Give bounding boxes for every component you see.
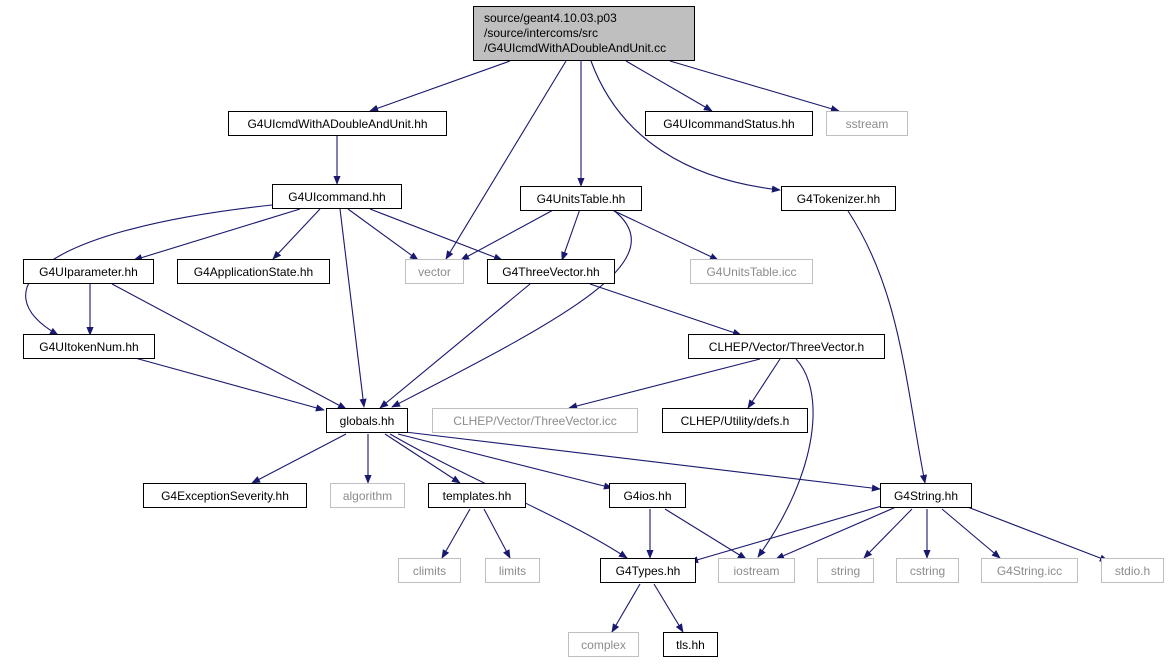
edge-uicommand-uiparameter [133, 208, 301, 262]
edge-unitstable-threevector [561, 208, 581, 261]
edge-globals-templates [384, 433, 461, 484]
edge-root-sstream [669, 60, 840, 113]
edge-threevector-clhep [589, 283, 742, 336]
node-g4string-icc: G4String.icc [981, 558, 1078, 583]
node-algorithm: algorithm [330, 483, 405, 508]
edge-threevector-globals [379, 283, 531, 409]
node-limits: limits [485, 558, 540, 583]
edge-unitstable-globals [391, 208, 632, 408]
node-sstream: sstream [826, 111, 908, 136]
node-climits: climits [398, 558, 461, 583]
node-clhep-defs[interactable]: CLHEP/Utility/defs.h [662, 408, 808, 433]
edge-tokenizer-g4string [847, 210, 927, 484]
edge-root-tokenizer [590, 60, 781, 193]
node-unitstable-icc: G4UnitsTable.icc [690, 259, 813, 284]
root-line-3: /G4UIcmdWithADoubleAndUnit.cc [484, 41, 667, 55]
node-threevector[interactable]: G4ThreeVector.hh [487, 259, 615, 284]
edge-g4string-g4types [689, 504, 886, 564]
edge-uicommand-appstate [272, 208, 321, 260]
node-templates[interactable]: templates.hh [428, 483, 526, 508]
edge-g4string-stdio [964, 505, 1109, 562]
node-complex: complex [568, 632, 639, 657]
edge-g4types-tls [653, 583, 684, 633]
edge-unitstable-unitsicc [609, 208, 719, 261]
node-g4string[interactable]: G4String.hh [880, 483, 972, 508]
node-root-file[interactable]: source/geant4.10.03.p03 /source/intercom… [473, 6, 695, 61]
root-line-1: source/geant4.10.03.p03 [484, 11, 617, 25]
node-stdio: stdio.h [1101, 558, 1164, 583]
node-uitokennum[interactable]: G4UItokenNum.hh [23, 334, 155, 359]
node-uiparameter[interactable]: G4UIparameter.hh [23, 259, 154, 284]
node-g4ios[interactable]: G4ios.hh [609, 483, 686, 508]
edge-clhep-defs [747, 358, 781, 409]
edge-globals-g4ios [397, 433, 613, 490]
edge-root-vector [445, 60, 567, 260]
edge-globals-excsev [251, 433, 347, 484]
edge-uitokennum-globals [134, 357, 325, 412]
node-g4types[interactable]: G4Types.hh [600, 558, 696, 583]
node-globals[interactable]: globals.hh [326, 408, 408, 433]
edge-clhep-tvicc [568, 358, 761, 410]
edge-uicommand-threevector [369, 208, 503, 261]
node-uicommand[interactable]: G4UIcommand.hh [272, 184, 402, 209]
edge-templates-climits [441, 508, 471, 559]
node-cmd-hh[interactable]: G4UIcmdWithADoubleAndUnit.hh [228, 111, 447, 136]
node-vector: vector [405, 259, 464, 284]
edge-uicommand-globals [339, 208, 367, 408]
edge-g4ios-iostream [664, 508, 747, 560]
edge-templates-limits [483, 508, 511, 559]
node-tokenizer[interactable]: G4Tokenizer.hh [781, 186, 896, 211]
node-applicationstate[interactable]: G4ApplicationState.hh [177, 259, 330, 284]
node-unitstable[interactable]: G4UnitsTable.hh [520, 186, 642, 211]
node-iostream: iostream [718, 558, 795, 583]
edge-uicommand-vector [347, 208, 419, 261]
edge-g4string-g4stringicc [941, 508, 1001, 559]
node-cstring: cstring [896, 558, 959, 583]
node-tls[interactable]: tls.hh [663, 632, 718, 657]
root-line-2: /source/intercoms/src [484, 26, 599, 40]
edge-root-cmdhh [369, 60, 511, 112]
edge-g4types-complex [611, 583, 641, 633]
edge-uiparameter-globals [111, 283, 347, 410]
edge-unitstable-vector [460, 208, 556, 261]
edge-clhep-iostream [757, 358, 814, 558]
edge-g4string-string [863, 508, 913, 559]
edge-globals-g4string [404, 431, 881, 492]
node-string: string [817, 558, 874, 583]
edge-root-uicmdstatus [625, 60, 713, 112]
edge-g4string-iostream [775, 506, 897, 560]
node-exceptionseverity[interactable]: G4ExceptionSeverity.hh [143, 483, 307, 508]
node-clhep-threevector[interactable]: CLHEP/Vector/ThreeVector.h [688, 334, 885, 359]
node-clhep-threevector-icc: CLHEP/Vector/ThreeVector.icc [432, 408, 638, 433]
node-uicommandstatus[interactable]: G4UIcommandStatus.hh [645, 111, 813, 136]
